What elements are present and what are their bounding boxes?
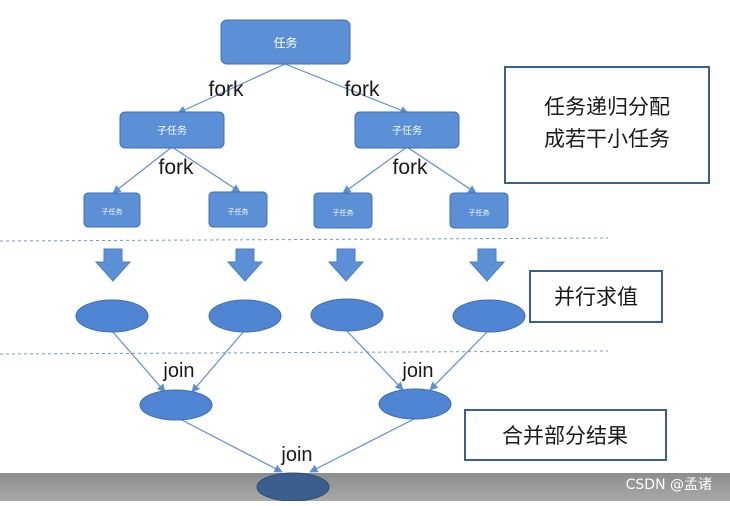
edge-sub1-to-leaf1 xyxy=(112,146,173,194)
leaf-task-label: 子任务 xyxy=(333,208,354,217)
value-ellipse xyxy=(208,299,282,333)
down-arrow-icon xyxy=(468,248,506,282)
leaf-task-box xyxy=(208,191,268,228)
leaf-task-label: 子任务 xyxy=(469,208,490,217)
subtask-label: 子任务 xyxy=(157,124,187,137)
leaf-task-box xyxy=(449,192,509,229)
leaf-task-label: 子任务 xyxy=(102,207,123,216)
fork-label: fork xyxy=(158,156,194,179)
divider-lower xyxy=(0,350,609,355)
subtask-box xyxy=(354,111,460,149)
subtask-box xyxy=(119,111,225,149)
edge-sub1-to-leaf2 xyxy=(171,146,241,193)
edge-val1-to-merge1 xyxy=(111,330,166,393)
edge-root-to-sub2 xyxy=(284,63,409,115)
join-label: join xyxy=(401,360,433,382)
watermark: CSDN @孟诸 xyxy=(625,477,712,493)
edge-val2-to-merge1 xyxy=(191,330,245,393)
down-arrow-icon xyxy=(226,248,264,282)
merge-note-box xyxy=(464,409,667,461)
split-note-box xyxy=(504,66,710,184)
edge-merge1-to-result xyxy=(177,417,283,473)
join-label: join xyxy=(162,360,194,382)
merge-note-label: 合并部分结果 xyxy=(502,425,628,448)
split-note-line-2: 成若干小任务 xyxy=(544,128,670,151)
value-ellipse xyxy=(310,298,384,332)
leaf-task-box xyxy=(83,192,141,228)
split-note-line-1: 任务递归分配 xyxy=(544,96,670,119)
leaf-task-label: 子任务 xyxy=(228,207,249,216)
subtask-label: 子任务 xyxy=(392,124,422,137)
edge-val4-to-merge2 xyxy=(429,330,489,391)
edge-val3-to-merge2 xyxy=(345,329,404,391)
root-task-box xyxy=(220,19,351,65)
leaf-task-box xyxy=(313,192,373,229)
edge-sub2-to-leaf4 xyxy=(406,146,477,194)
fork-label: fork xyxy=(344,78,380,101)
root-task-label: 任务 xyxy=(273,35,297,50)
fork-label: fork xyxy=(208,78,244,101)
merge-ellipse xyxy=(378,388,452,420)
edge-root-to-sub1 xyxy=(177,63,286,114)
compute-note-label: 并行求值 xyxy=(554,286,638,309)
value-ellipse xyxy=(75,299,149,333)
edge-sub2-to-leaf3 xyxy=(342,146,408,194)
value-ellipse xyxy=(452,299,526,333)
final-result-ellipse xyxy=(256,472,330,501)
divider-upper xyxy=(0,237,609,242)
fork-label: fork xyxy=(392,156,428,179)
down-arrow-icon xyxy=(327,248,365,282)
join-label: join xyxy=(280,444,312,466)
merge-ellipse xyxy=(139,389,213,421)
edge-merge2-to-result xyxy=(309,418,415,473)
down-arrow-icon xyxy=(94,248,132,282)
bottom-bar xyxy=(0,473,730,501)
compute-note-box xyxy=(529,270,663,323)
